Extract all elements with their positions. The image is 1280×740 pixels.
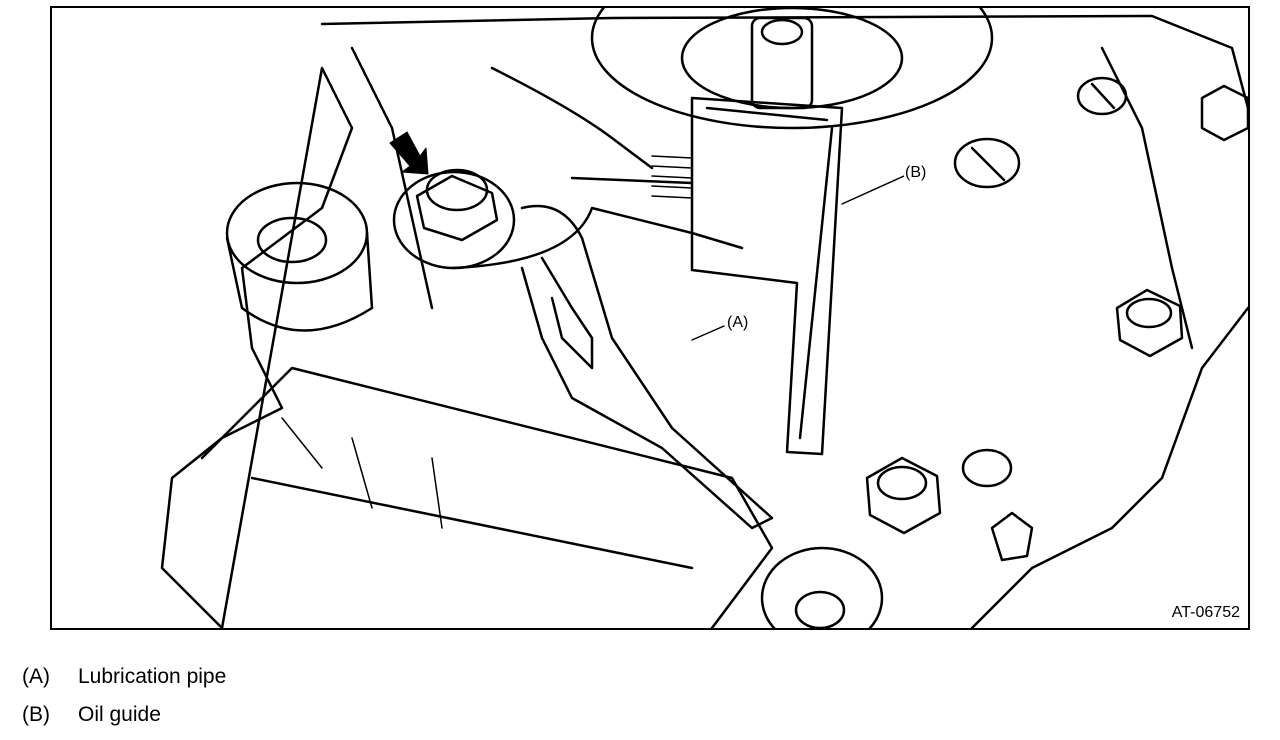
callout-a: (A) — [726, 314, 750, 332]
transmission-line-drawing — [160, 8, 1248, 628]
figure-frame: (B) (A) AT-06752 — [50, 6, 1250, 630]
pipe-bolt-top — [425, 168, 489, 212]
top-right-bolt — [1200, 84, 1248, 142]
top-stud — [750, 16, 814, 110]
right-hole-2 — [953, 137, 1021, 189]
legend: (A) Lubrication pipe (B) Oil guide — [22, 658, 226, 734]
left-mount-body — [225, 231, 374, 332]
right-hole-1 — [1076, 76, 1128, 116]
right-bolt-top — [1125, 297, 1173, 329]
legend-text: Oil guide — [78, 703, 161, 726]
left-mount-outer — [225, 181, 369, 285]
left-mount-inner — [256, 216, 328, 264]
lubrication-pipe — [520, 204, 774, 530]
figure-id: AT-06752 — [1171, 604, 1240, 621]
leader-line-a — [691, 325, 725, 341]
lower-bracket-detail — [281, 417, 443, 529]
oil-guide-inner — [705, 106, 834, 440]
top-boss-inner — [680, 8, 904, 110]
lower-bracket — [200, 366, 774, 628]
housing-outline — [160, 14, 1248, 628]
pipe-outer-line — [490, 66, 694, 185]
right-bolt — [1115, 288, 1184, 358]
pointer-arrow — [389, 131, 429, 175]
lower-bolt-top — [876, 465, 928, 501]
lower-bolt — [865, 456, 942, 535]
legend-key: (B) — [22, 703, 50, 726]
legend-item: (B) Oil guide — [22, 696, 226, 734]
top-stud-head — [760, 18, 804, 46]
callout-b: (B) — [904, 164, 928, 182]
leader-line-b — [841, 175, 905, 205]
lower-right-boss — [961, 448, 1013, 488]
lower-right-plug — [990, 511, 1034, 562]
bottom-boss-outer — [760, 546, 884, 628]
bottom-boss-inner — [794, 590, 846, 628]
oil-guide-hatching — [651, 155, 693, 199]
legend-text: Lubrication pipe — [78, 665, 227, 688]
legend-item: (A) Lubrication pipe — [22, 658, 226, 696]
pipe-bolt-head — [415, 174, 499, 242]
top-boss-outer — [590, 8, 994, 130]
lubrication-pipe-inner — [540, 256, 594, 370]
housing-inner-line — [350, 46, 1194, 350]
oil-guide — [690, 96, 844, 456]
pipe-bracket — [450, 206, 744, 270]
legend-key: (A) — [22, 665, 50, 688]
